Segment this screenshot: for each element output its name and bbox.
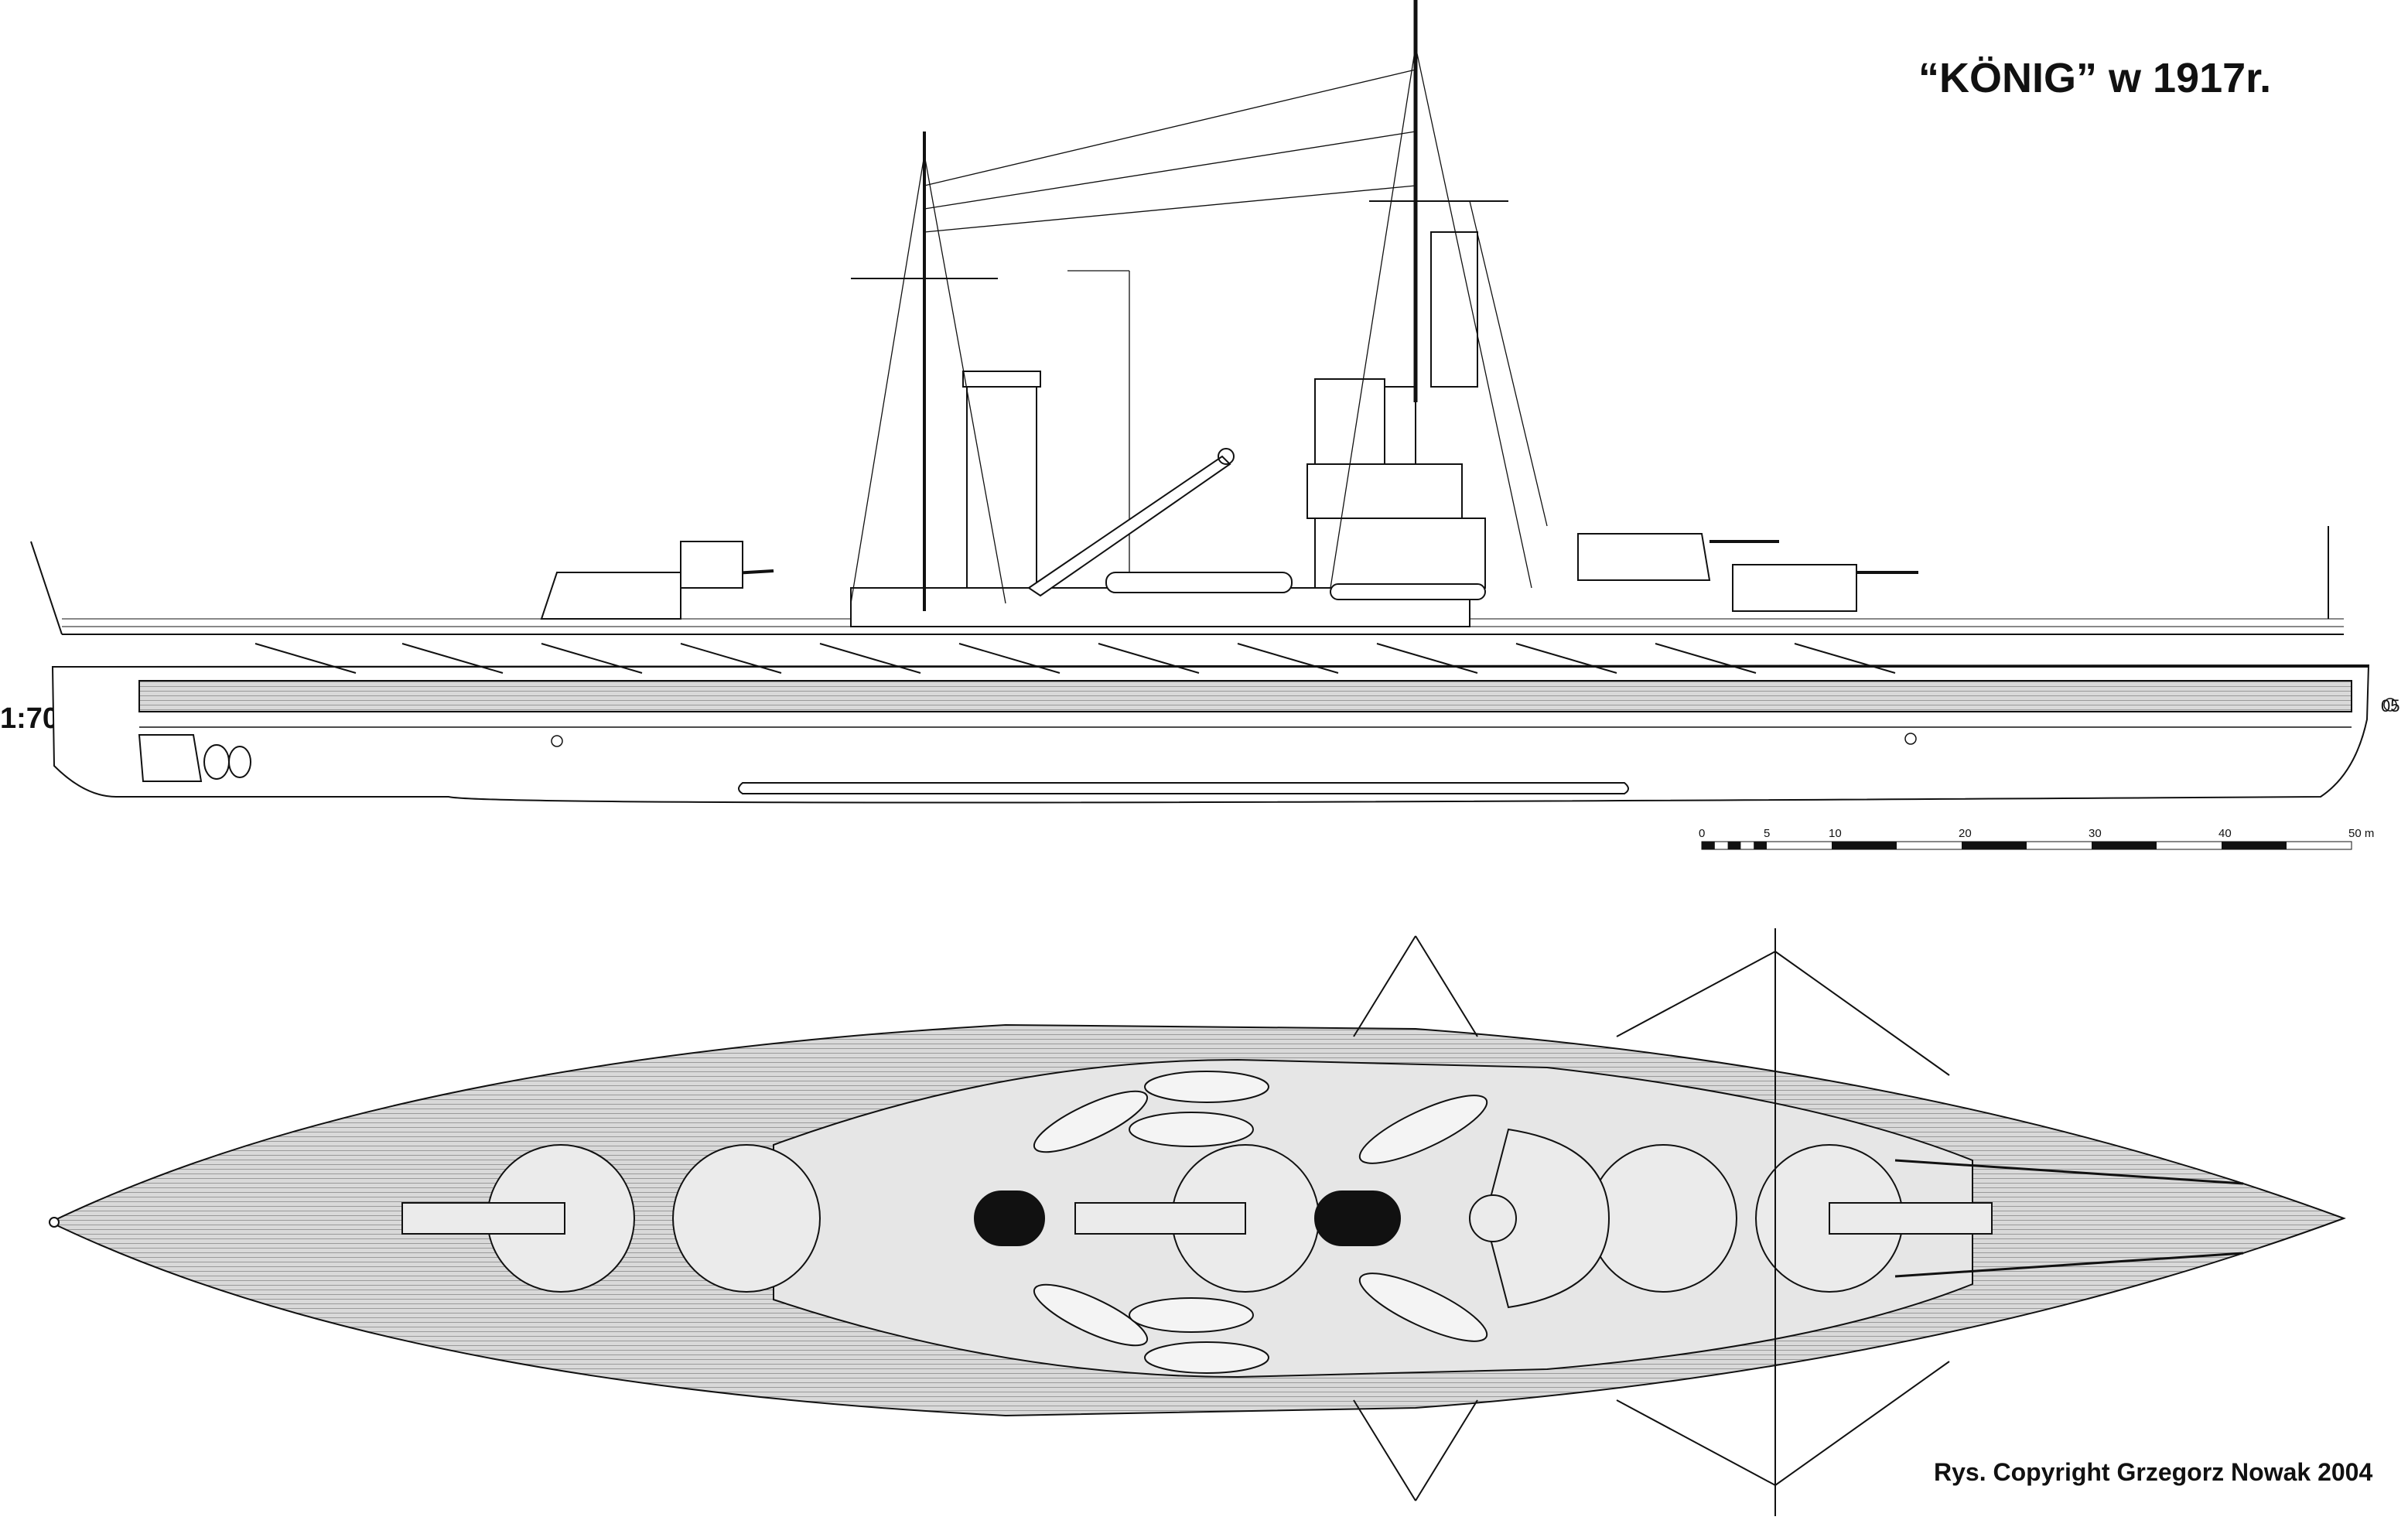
scale-bar-segment bbox=[2092, 842, 2157, 849]
copyright-caption: Rys. Copyright Grzegorz Nowak 2004 bbox=[1934, 1458, 2373, 1486]
bilge-keel bbox=[738, 782, 1629, 794]
anchor-chains bbox=[1894, 1159, 2244, 1278]
funnels-plan bbox=[974, 1191, 1401, 1246]
spars bbox=[1353, 928, 1950, 1516]
scale-bar-segment bbox=[1832, 842, 1897, 849]
scale-bar: 0 5 10 20 30 40 50 m bbox=[1699, 827, 2374, 850]
fore-bridge bbox=[1306, 463, 1463, 519]
fore-funnel bbox=[1314, 378, 1385, 465]
scale-bar-segment bbox=[1702, 842, 1715, 849]
drawing-title: “KÖNIG” w 1917r. bbox=[1918, 55, 2272, 101]
main-turrets bbox=[540, 533, 1918, 620]
torpedo-net-booms bbox=[254, 643, 1896, 674]
aft-funnel bbox=[966, 371, 1037, 589]
rigging bbox=[850, 46, 1548, 604]
scale-bar-tick-label: 5 bbox=[1764, 827, 1770, 840]
scale-bar-segment bbox=[2222, 842, 2287, 849]
scale-bar-tick-label: 20 bbox=[1959, 827, 1972, 840]
scale-bar-tick-label: 10 bbox=[1829, 827, 1842, 840]
scale-bar-tick-label: 40 bbox=[2218, 827, 2232, 840]
armour-belt bbox=[138, 680, 2352, 712]
scale-bar-tick-label: 50 m bbox=[2348, 827, 2374, 840]
scale-bar-tick-label: 0 bbox=[1699, 827, 1705, 840]
bridge-plan bbox=[1484, 1128, 1610, 1309]
boat bbox=[1105, 572, 1293, 593]
scale-bar-segment bbox=[1727, 842, 1741, 849]
scale-bar-segment bbox=[1754, 842, 1767, 849]
plan-view bbox=[48, 928, 2346, 1516]
turret-plan bbox=[401, 1144, 1993, 1293]
portholes bbox=[551, 733, 1917, 747]
boats-plan bbox=[1033, 1071, 1488, 1374]
side-elevation bbox=[30, 0, 2397, 804]
jack-staff bbox=[30, 541, 63, 635]
scale-bar-tick-label: 30 bbox=[2089, 827, 2102, 840]
boat-crane bbox=[1027, 455, 1231, 597]
rudder bbox=[138, 734, 203, 782]
scale-bar-segment bbox=[1962, 842, 2027, 849]
